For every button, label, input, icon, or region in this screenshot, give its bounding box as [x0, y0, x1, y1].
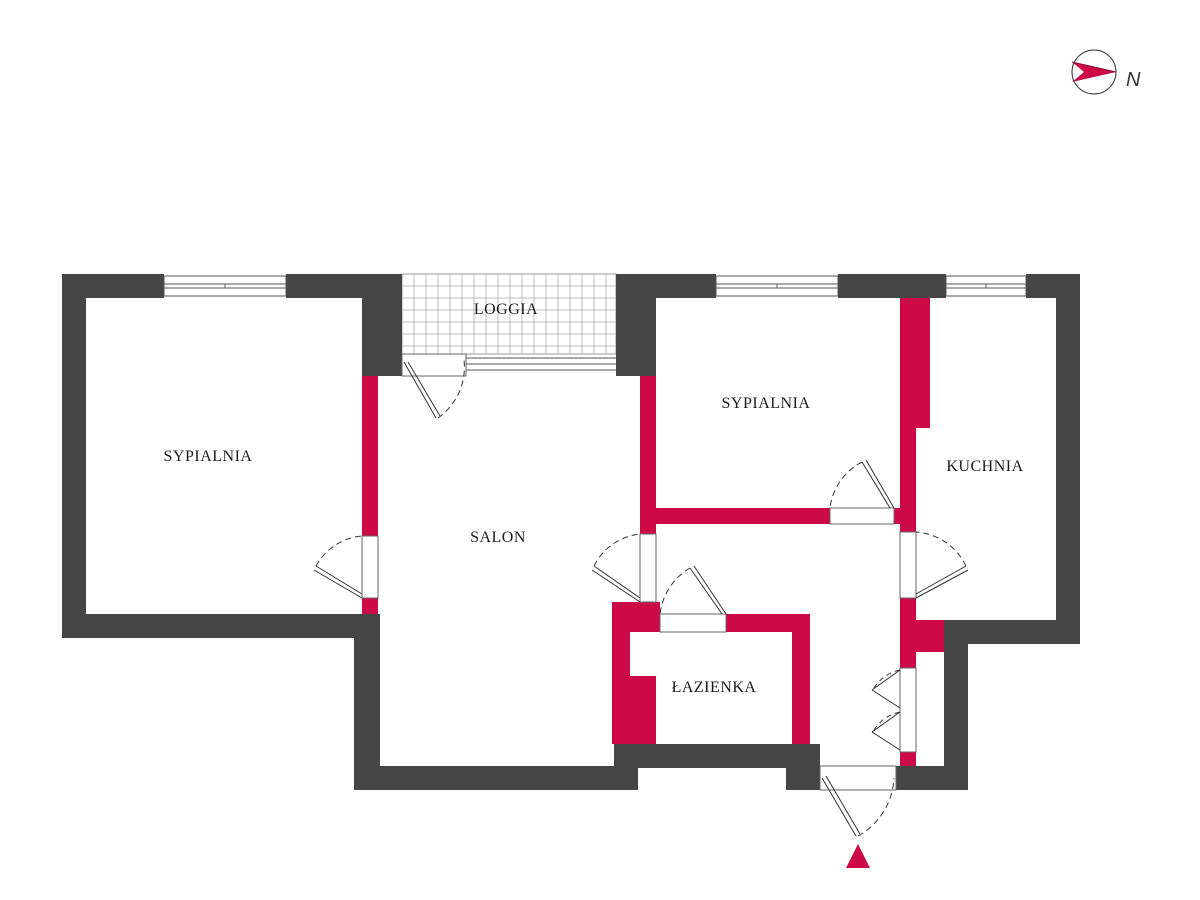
north-compass-icon [1071, 49, 1117, 95]
room-label-living-room: SALON [470, 529, 526, 546]
north-label: N [1126, 69, 1141, 91]
window-kitchen [945, 275, 1027, 297]
outer-walls [62, 274, 1080, 790]
loggia-tile-floor [401, 273, 617, 355]
room-label-bedroom-left: SYPIALNIA [164, 448, 253, 465]
door-frames [361, 353, 917, 791]
room-label-loggia: LOGGIA [474, 301, 538, 318]
room-label-bedroom-right: SYPIALNIA [722, 395, 811, 412]
room-label-kitchen: KUCHNIA [946, 458, 1023, 475]
inner-walls [362, 298, 944, 766]
room-label-bathroom: ŁAZIENKA [672, 679, 757, 696]
window-left-bedroom [163, 275, 287, 297]
door-kitchen [915, 531, 969, 599]
door-swings [313, 359, 969, 837]
windows [163, 275, 1027, 297]
window-right-bedroom [715, 275, 839, 297]
door-left-bedroom [313, 535, 363, 599]
door-loggia [403, 359, 465, 419]
door-entrance [821, 775, 895, 837]
loggia-balustrade [466, 357, 616, 371]
door-right-bedroom [829, 459, 895, 509]
door-closet [871, 669, 901, 751]
door-bathroom [659, 565, 727, 615]
door-salon-hall [591, 533, 641, 603]
entrance-arrow-icon [846, 844, 870, 868]
